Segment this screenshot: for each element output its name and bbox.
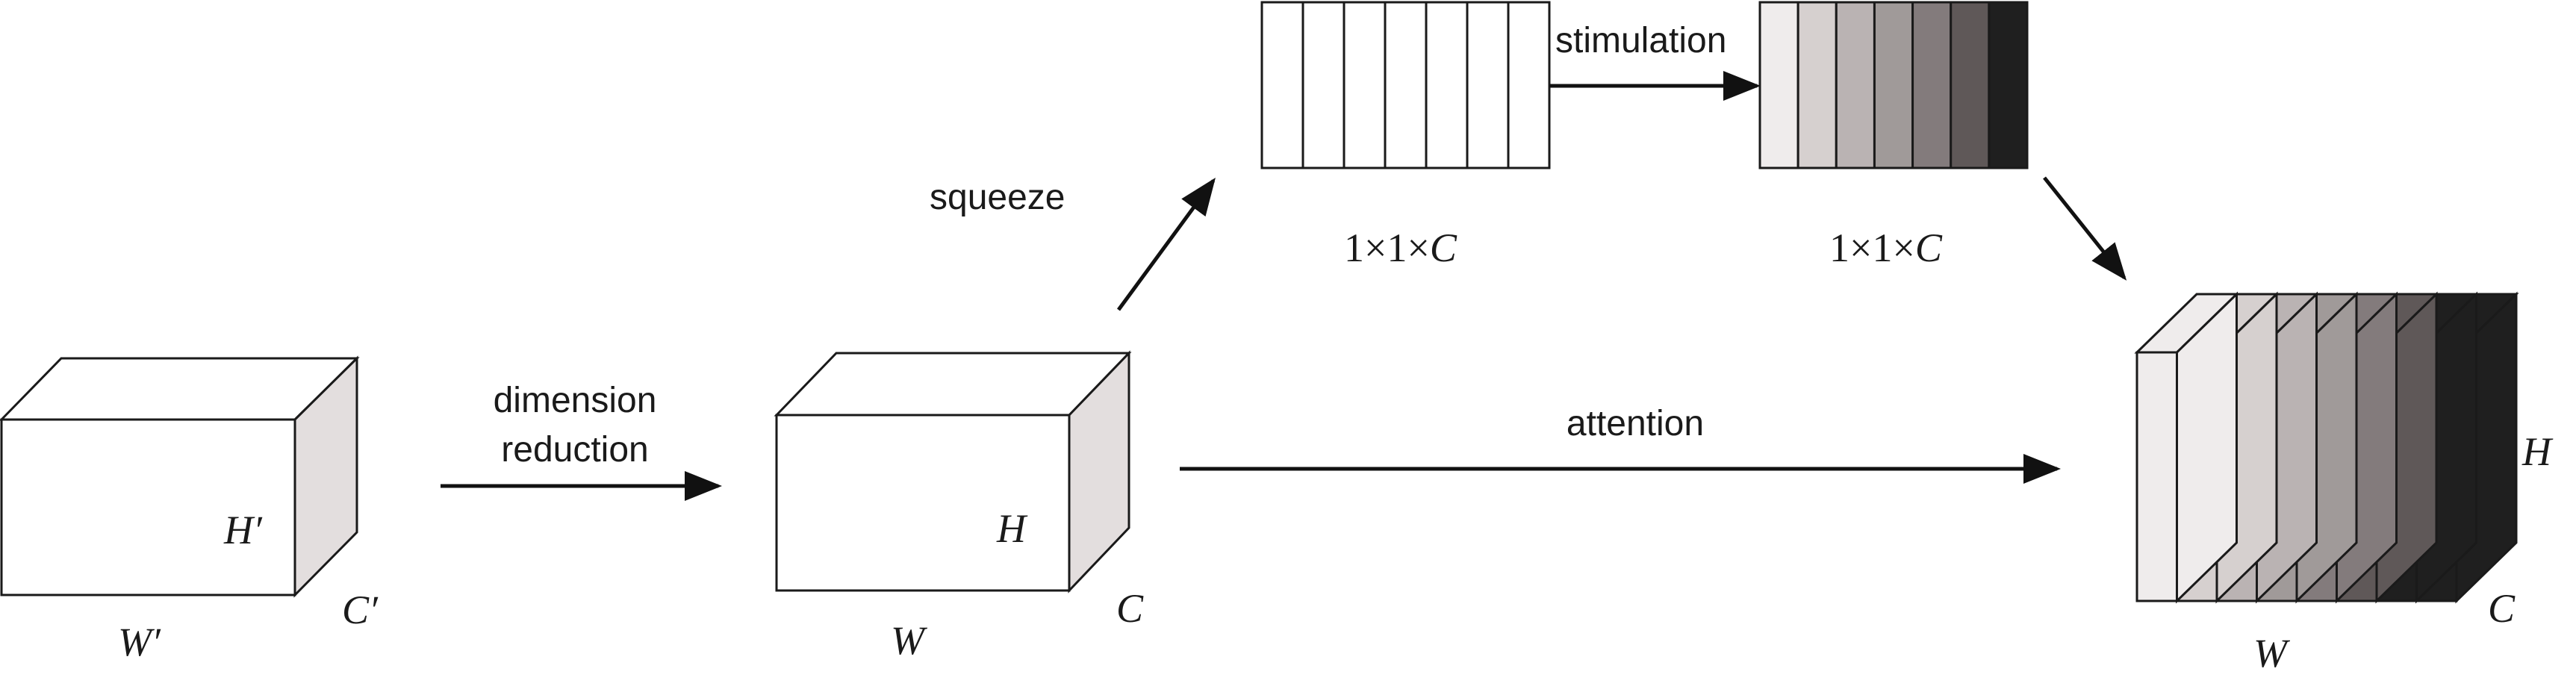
scale-arrow <box>2043 176 2127 281</box>
squeezed-channel-cell <box>1425 1 1469 169</box>
stimulation-label: stimulation <box>1555 21 1726 60</box>
input-channel-label: C′ <box>342 588 379 632</box>
excited-channel-cell <box>1950 1 1991 169</box>
output-height-label: H <box>2521 429 2554 474</box>
attention-label: attention <box>1567 404 1704 443</box>
stimulation-step: stimulation <box>1549 21 1761 101</box>
squeezed-channel-cell <box>1301 1 1345 169</box>
squeezed-channel-cell <box>1466 1 1510 169</box>
squeeze-step: squeeze <box>930 177 1216 311</box>
dimension-reduction-label-line2: reduction <box>501 430 648 470</box>
dimension-reduction-label-line1: dimension <box>494 381 657 420</box>
squeezed-vector-dims: 1×1×C <box>1344 225 1457 270</box>
squeeze-label: squeeze <box>930 178 1065 217</box>
input-height-label: H′ <box>223 508 263 552</box>
output-feature-block <box>2134 291 2519 604</box>
reduced-height-label: H <box>996 506 1028 551</box>
reduced-feature-block: H W C <box>774 350 1144 663</box>
output-channel-label: C <box>2488 586 2516 631</box>
excited-channel-cell <box>1835 1 1876 169</box>
excited-channel-cell <box>1758 1 1799 169</box>
output-slab-front <box>2135 351 2178 602</box>
output-width-label: W <box>2253 631 2291 676</box>
reduced-block-front-face <box>775 414 1071 592</box>
reduced-width-label: W <box>891 618 928 663</box>
dimension-reduction-step: dimension reduction <box>441 381 722 501</box>
excited-channel-cell <box>1911 1 1953 169</box>
excited-channel-cell <box>1988 1 2029 169</box>
excited-channel-cell <box>1796 1 1838 169</box>
input-block-front-face <box>0 418 296 596</box>
input-width-label: W′ <box>118 620 161 664</box>
excited-vector-dims: 1×1×C <box>1829 225 1943 270</box>
squeezed-channel-cell <box>1384 1 1428 169</box>
reduced-channel-label: C <box>1116 586 1144 631</box>
reduced-block-top-face <box>774 352 1132 417</box>
squeezed-channel-cell <box>1343 1 1387 169</box>
squeezed-channel-cell <box>1260 1 1304 169</box>
input-feature-block: H′ W′ C′ <box>0 355 379 664</box>
attention-step: attention <box>1180 404 2061 484</box>
squeeze-arrow <box>1116 177 1216 311</box>
excited-channel-cell <box>1873 1 1914 169</box>
squeezed-channel-vector <box>1260 1 1551 169</box>
squeezed-channel-cell <box>1507 1 1551 169</box>
excited-channel-vector <box>1758 1 2029 169</box>
